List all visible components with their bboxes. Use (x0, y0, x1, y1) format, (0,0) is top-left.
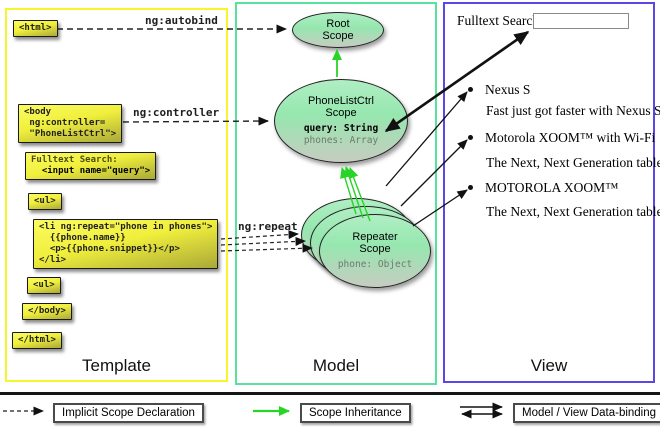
fulltext-search-input[interactable] (533, 13, 629, 29)
view-item-title: MOTOROLA XOOM™ (468, 180, 618, 196)
scope-name: PhoneListCtrl (307, 95, 375, 107)
view-item-title-text: Motorola XOOM™ with Wi-Fi (485, 130, 656, 145)
label-ng-controller: ng:controller (133, 106, 220, 119)
scope-name: Scope (359, 243, 391, 255)
legend-divider (0, 392, 660, 395)
view-fulltext-search-label: Fulltext Search: (457, 13, 543, 28)
code-line: "PhoneListCtrl"> (24, 129, 117, 139)
code-line: <body (24, 107, 52, 117)
legend-model-view-binding: Model / View Data-binding (513, 403, 660, 423)
bullet-icon (468, 87, 473, 93)
bullet-icon (468, 185, 473, 191)
scope-prop-phone: phone: Object (337, 259, 413, 270)
dashed-arrow-icon (3, 406, 44, 416)
code-line: <p>{{phone.snippet}}</p> (39, 244, 180, 254)
view-column-label: View (530, 356, 568, 375)
model-column (235, 2, 437, 385)
scope-name: Scope (322, 30, 354, 42)
code-line: <input name="query"> (31, 166, 151, 176)
code-li-repeat: <li ng:repeat="phone in phones"> {{phone… (33, 219, 219, 269)
code-line: Fulltext Search: (31, 155, 118, 165)
bullet-icon (468, 135, 473, 141)
root-scope-ellipse: Root Scope (292, 12, 384, 48)
legend-scope-inheritance: Scope Inheritance (300, 403, 411, 423)
code-line: </li> (39, 255, 67, 265)
phonelistctrl-scope-ellipse: PhoneListCtrl Scope query: String phones… (274, 79, 408, 163)
view-item-title-text: MOTOROLA XOOM™ (485, 180, 619, 195)
scope-prop-query: query: String (303, 123, 379, 134)
model-column-label: Model (312, 356, 360, 375)
code-line: {{phone.name}} (39, 233, 126, 243)
code-html-close: </html> (12, 332, 62, 349)
code-body-close: </body> (22, 303, 72, 320)
view-item-title: Nexus S (468, 82, 530, 98)
scope-name: Repeater (352, 231, 398, 243)
view-item-desc: The Next, Next Generation tablet. (486, 155, 660, 170)
view-item-desc: Fast just got faster with Nexus S. (486, 103, 660, 118)
repeater-scope-ellipse: Repeater Scope phone: Object (319, 214, 431, 288)
scope-name: Scope (325, 107, 357, 119)
green-arrow-icon (253, 406, 290, 416)
view-item-title: Motorola XOOM™ with Wi-Fi (468, 130, 655, 146)
double-arrow-icon (460, 402, 503, 419)
scope-prop-phones: phones: Array (303, 135, 379, 146)
view-item-title-text: Nexus S (485, 82, 531, 97)
view-item-desc: The Next, Next Generation tablet. (486, 204, 660, 219)
legend-implicit-scope: Implicit Scope Declaration (53, 403, 204, 423)
code-line: ng:controller= (24, 118, 106, 128)
code-ul-open: <ul> (28, 193, 62, 210)
code-line: <li ng:repeat="phone in phones"> (39, 222, 213, 232)
code-fulltext-search: Fulltext Search: <input name="query"> (25, 152, 157, 180)
code-html-open: <html> (13, 20, 58, 37)
code-ul-open-2: <ul> (27, 277, 61, 294)
template-column-label: Template (82, 356, 151, 375)
label-ng-repeat: ng:repeat (238, 220, 298, 233)
scope-name: Root (326, 18, 350, 30)
label-ng-autobind: ng:autobind (145, 14, 218, 27)
code-body-open: <body ng:controller= "PhoneListCtrl"> (18, 104, 123, 143)
